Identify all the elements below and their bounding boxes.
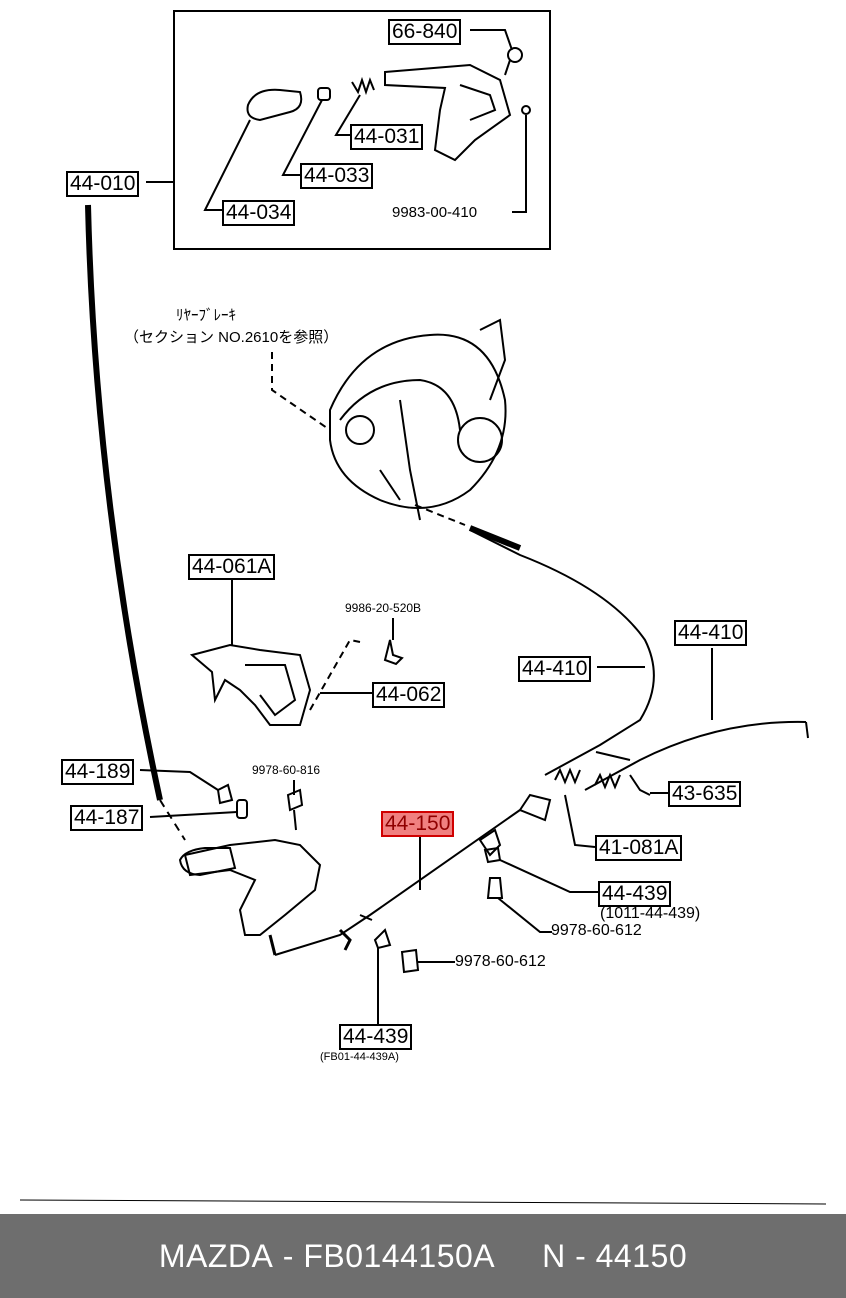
bracket-44-061A xyxy=(189,643,312,726)
label-44-034: 44-034 xyxy=(222,200,296,226)
parking-brake-diagram: 66-840 44-031 44-033 44-034 44-010 9983-… xyxy=(19,10,827,1205)
label-44-062: 44-062 xyxy=(372,682,446,708)
lever-assembly-lower xyxy=(183,838,322,936)
label-44-187: 44-187 xyxy=(70,805,144,831)
label-rear-brake-section: （セクション NO.2610を参照） xyxy=(124,329,339,346)
button-part xyxy=(317,87,331,101)
spring-41-081A-a xyxy=(554,767,581,785)
footer-gap xyxy=(495,1238,542,1275)
footer-brand: MAZDA xyxy=(158,1237,274,1274)
label-44-061A: 44-061A xyxy=(188,554,276,580)
clip-43-635 xyxy=(629,774,651,796)
clip-44-439-upper xyxy=(483,846,502,864)
bushing-44-189 xyxy=(216,783,234,805)
label-rear-brake: ﾘﾔｰﾌﾞﾚｰｷ xyxy=(176,307,237,324)
label-44-189: 44-189 xyxy=(61,759,135,785)
knob-part xyxy=(246,88,303,122)
collar-44-187 xyxy=(236,799,248,819)
label-44-010: 44-010 xyxy=(66,171,140,197)
rear-cable-2 xyxy=(584,720,807,791)
lever-assembly-inset xyxy=(384,63,512,162)
bolt-9978-612-upper xyxy=(486,877,504,899)
label-9978-60-612-upper: 9978-60-612 xyxy=(551,922,642,939)
equalizer xyxy=(518,793,552,822)
inset-frame xyxy=(173,10,551,250)
spring-41-081A-b xyxy=(594,772,621,790)
label-9983-00-410: 9983-00-410 xyxy=(392,204,478,221)
label-41-081A: 41-081A xyxy=(595,835,683,861)
switch-part xyxy=(507,47,523,63)
label-44-031: 44-031 xyxy=(350,124,424,150)
footer-separator: - xyxy=(273,1237,304,1274)
front-cable-44-150 xyxy=(274,809,521,956)
footer-bar: MAZDA - FB0144150A N - 44150 xyxy=(0,1214,846,1298)
label-44-033: 44-033 xyxy=(300,163,374,189)
bolt-inset xyxy=(521,105,531,115)
bolt-9978-612-lower xyxy=(400,948,420,974)
label-44-150-highlighted: 44-150 xyxy=(381,811,455,837)
rear-cable-1 xyxy=(469,529,655,776)
label-44-410-left: 44-410 xyxy=(518,656,592,682)
bolt-9986 xyxy=(383,639,404,666)
footer-part-number: FB0144150A xyxy=(303,1237,496,1274)
rear-brake-caliper xyxy=(329,333,507,509)
spring-part xyxy=(351,76,375,96)
label-44-410-right: 44-410 xyxy=(674,620,748,646)
clip-44-439-lower xyxy=(373,928,392,950)
label-43-635: 43-635 xyxy=(668,781,742,807)
label-66-840: 66-840 xyxy=(388,19,462,45)
footer-code: N - 44150 xyxy=(542,1237,688,1274)
diagram-drawing xyxy=(19,10,827,1205)
label-9978-60-816: 9978-60-816 xyxy=(252,763,321,777)
label-1011-44-439: (1011-44-439) xyxy=(600,905,701,922)
label-fb01-44-439a: (FB01-44-439A) xyxy=(320,1051,399,1063)
label-44-439-upper: 44-439 xyxy=(598,881,672,907)
label-9986-20-520B: 9986-20-520B xyxy=(345,601,422,615)
leader-44-010 xyxy=(85,204,163,801)
label-44-439-lower: 44-439 xyxy=(339,1024,413,1050)
bolt-9978-816 xyxy=(286,788,304,812)
label-9978-60-612-lower: 9978-60-612 xyxy=(455,953,546,970)
